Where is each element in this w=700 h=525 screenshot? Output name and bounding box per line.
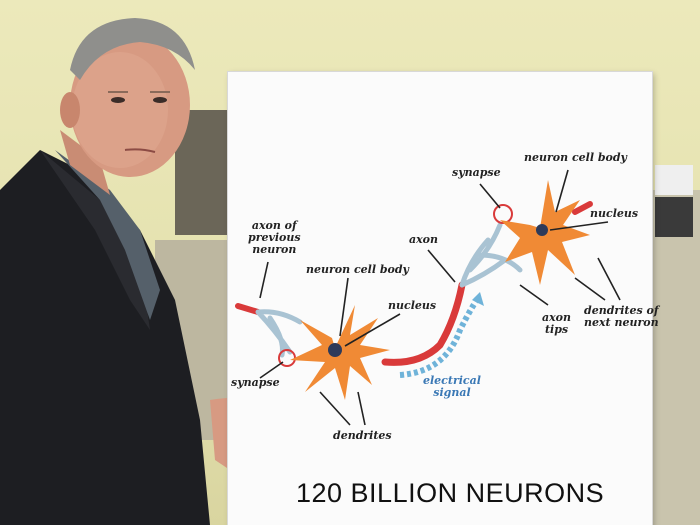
label-synapse-right: synapse <box>452 166 501 179</box>
right-printer <box>655 197 693 237</box>
left-nucleus <box>328 343 342 357</box>
neuron-poster <box>228 72 652 525</box>
label-neuron-cell-body-right: neuron cell body <box>524 151 627 164</box>
label-axon-tips: axon tips <box>542 311 572 336</box>
label-synapse-left: synapse <box>231 376 280 389</box>
label-dendrites: dendrites <box>333 429 392 442</box>
axon-tips <box>459 222 523 288</box>
label-electrical-signal: electrical signal <box>423 374 481 399</box>
poster-headline: 120 BILLION NEURONS <box>296 478 605 508</box>
right-axon-stub <box>572 201 593 215</box>
synapse-right-circle <box>493 204 513 224</box>
electrical-signal-arrow <box>399 296 481 378</box>
right-shelf <box>652 190 700 525</box>
previous-axon-tips <box>255 309 303 358</box>
axon <box>381 281 466 366</box>
label-nucleus-right: nucleus <box>590 207 639 220</box>
label-dendrites-next: dendrites of next neuron <box>584 304 659 329</box>
right-box <box>655 165 693 195</box>
pointer-arrows <box>259 169 621 426</box>
label-neuron-cell-body-left: neuron cell body <box>306 263 409 276</box>
previous-axon <box>235 303 261 315</box>
label-axon: axon <box>409 233 439 246</box>
electrical-signal-head <box>472 292 484 306</box>
label-axon-previous: axon of previous neuron <box>248 219 301 256</box>
right-nucleus <box>536 224 548 236</box>
label-nucleus-left: nucleus <box>388 299 437 312</box>
